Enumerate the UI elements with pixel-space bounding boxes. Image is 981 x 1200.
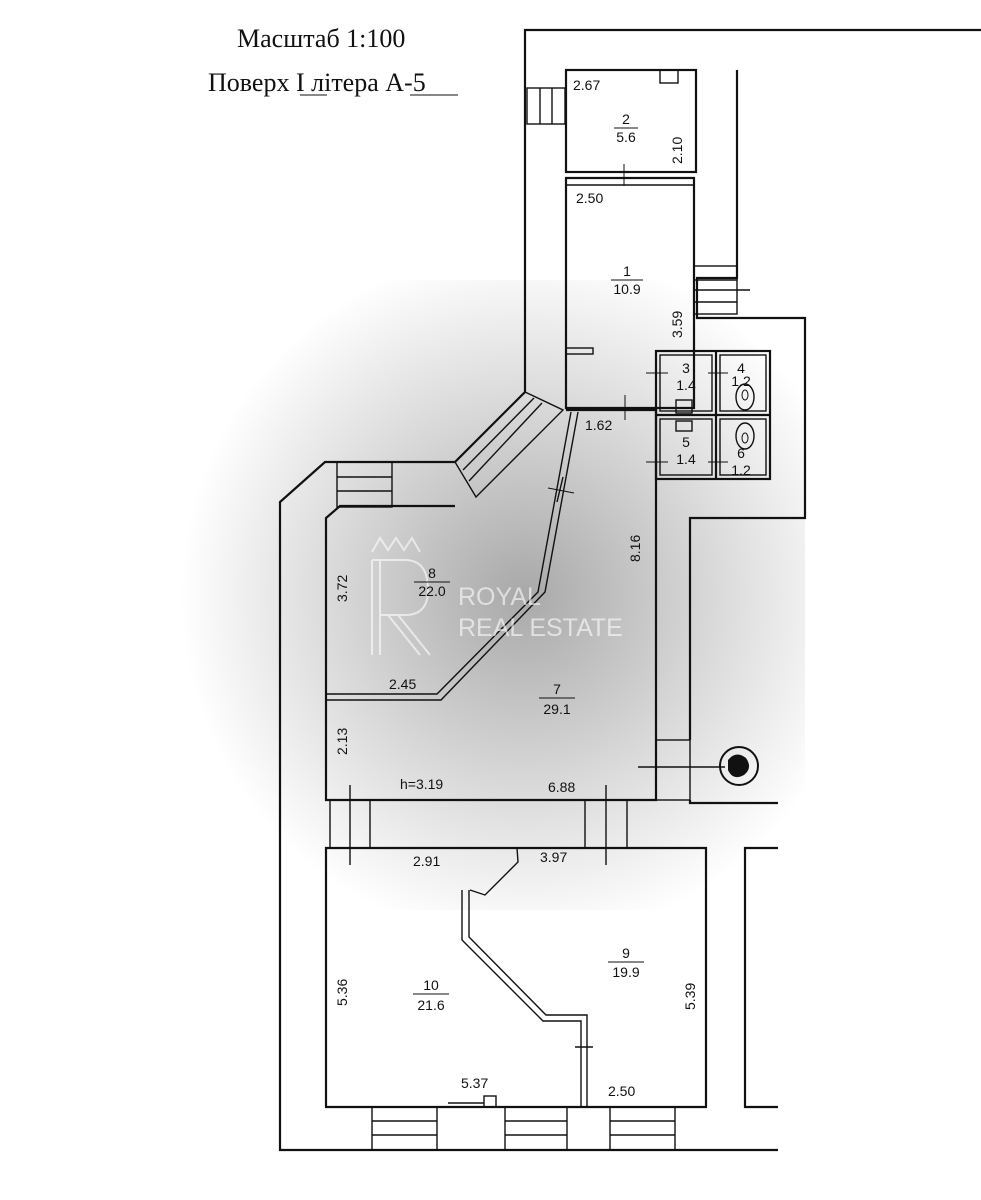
watermark-logo-icon <box>371 536 431 656</box>
room-area: 29.1 <box>543 701 570 717</box>
room-number: 1 <box>623 263 631 279</box>
outer-wall-right <box>688 70 807 740</box>
room-label-1: 1 10.9 <box>611 263 643 297</box>
room-number: 4 <box>737 360 745 376</box>
room-7-east-door <box>638 739 725 801</box>
dimension-label: 1.62 <box>585 417 612 433</box>
room-label-4: 4 1.2 <box>731 360 751 389</box>
courtyard-wall <box>688 800 778 805</box>
room-1-niche <box>565 347 594 355</box>
room-area: 22.0 <box>418 583 445 599</box>
room-number: 3 <box>682 360 690 376</box>
height-label: h=3.19 <box>400 776 443 792</box>
toilet-icon <box>735 383 755 411</box>
floor-label: Поверх I літера А-5 <box>208 68 426 97</box>
room-number: 6 <box>737 445 745 461</box>
room-area: 10.9 <box>613 281 640 297</box>
dimension-label: 5.37 <box>461 1075 488 1091</box>
dimension-label: 2.13 <box>334 728 350 755</box>
dimension-label: 8.16 <box>627 535 643 562</box>
stairs-north <box>526 87 566 125</box>
room-area: 1.4 <box>676 377 696 393</box>
dimension-label: 2.10 <box>669 137 685 164</box>
column-stub <box>483 1095 497 1108</box>
dimension-label: 3.59 <box>669 311 685 338</box>
dimension-label: 2.67 <box>573 77 600 93</box>
room-1-walls <box>564 176 696 410</box>
watermark-shade <box>180 280 805 910</box>
room-area: 19.9 <box>612 964 639 980</box>
toilet-icon <box>735 422 755 450</box>
room-number: 2 <box>622 111 630 127</box>
room-area: 1.2 <box>731 373 751 389</box>
door-recess <box>469 847 519 896</box>
dimension-label: 2.91 <box>413 853 440 869</box>
room-label-3: 3 1.4 <box>676 360 696 393</box>
floor-value: I <box>296 68 305 97</box>
room-label-10: 10 21.6 <box>413 977 449 1013</box>
scale-label: Масштаб 1:100 <box>237 24 405 53</box>
dimension-label: 2.50 <box>576 190 603 206</box>
dimension-label: 2.45 <box>389 676 416 692</box>
room-number: 10 <box>423 977 439 993</box>
room-7-walls <box>324 408 658 802</box>
room-area: 21.6 <box>417 997 444 1013</box>
dimension-label: 3.72 <box>334 575 350 602</box>
partition-7-8 <box>326 411 579 701</box>
room-area: 1.4 <box>676 451 696 467</box>
room-label-9: 9 19.9 <box>608 945 644 980</box>
room-number: 5 <box>682 434 690 450</box>
room-9-10-walls <box>324 846 708 1109</box>
dimension-label: 6.88 <box>548 779 575 795</box>
room-area: 1.2 <box>731 462 751 478</box>
watermark-text: ROYAL <box>458 583 541 611</box>
dimension-label: 3.97 <box>540 849 567 865</box>
room-label-2: 2 5.6 <box>614 111 638 145</box>
room-2-walls <box>564 68 698 174</box>
dimension-label: 5.39 <box>682 983 698 1010</box>
room-number: 8 <box>428 565 436 581</box>
room-number: 9 <box>622 945 630 961</box>
stairs-east <box>693 265 750 315</box>
litera-value: А-5 <box>385 68 425 97</box>
watermark-text: REAL ESTATE <box>458 614 623 642</box>
dimension-label: 5.36 <box>334 979 350 1006</box>
room-label-6: 6 1.2 <box>731 445 751 478</box>
dimension-label: 2.50 <box>608 1083 635 1099</box>
room-label-7: 7 29.1 <box>539 681 575 717</box>
room-label-8: 8 22.0 <box>414 565 450 599</box>
neighbor-wall <box>743 846 778 1109</box>
stairs-diagonal <box>454 391 565 499</box>
chimney-icon <box>719 746 759 786</box>
room-number: 7 <box>553 681 561 697</box>
partition-9-10 <box>461 890 582 1107</box>
sink-fixture <box>659 69 679 84</box>
room-label-5: 5 1.4 <box>676 434 696 467</box>
front-openings <box>371 1106 676 1151</box>
room-area: 5.6 <box>616 129 636 145</box>
